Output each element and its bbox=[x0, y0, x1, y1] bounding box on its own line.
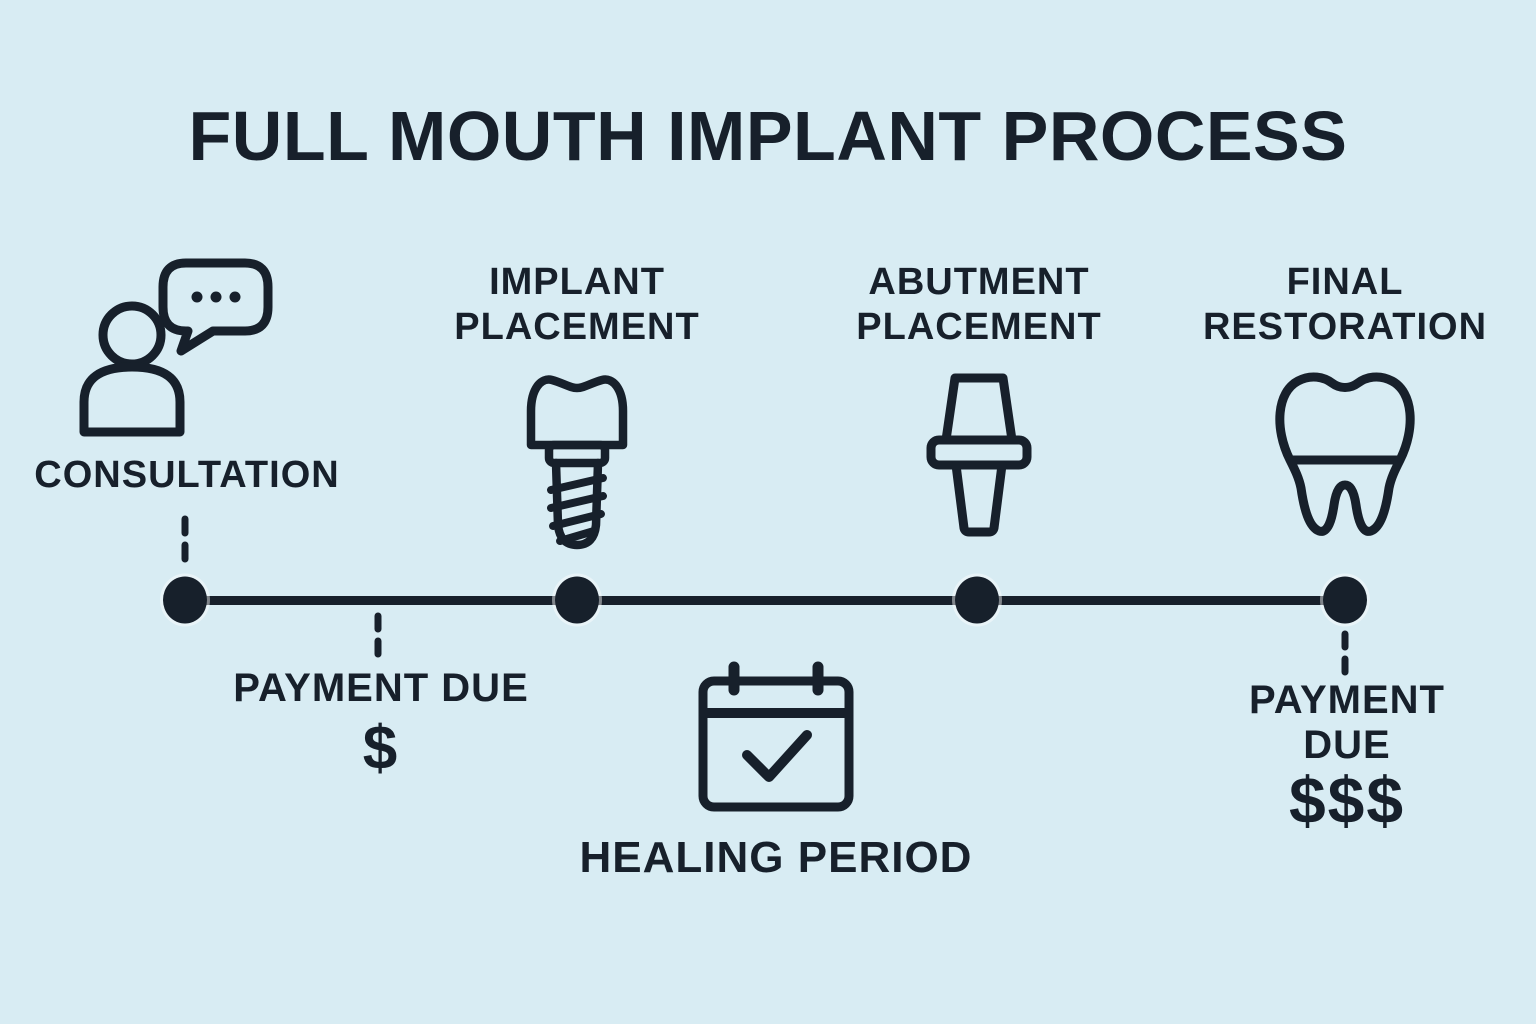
person-chat-icon bbox=[79, 258, 273, 437]
chat-dot bbox=[229, 291, 241, 303]
connector-dashed-line bbox=[374, 612, 382, 659]
step-label-final-restoration: FINAL RESTORATION bbox=[1202, 261, 1488, 348]
page-title: FULL MOUTH IMPLANT PROCESS bbox=[188, 97, 1348, 175]
timeline-node-consultation bbox=[163, 576, 207, 624]
payment-amount-first: $ bbox=[362, 714, 400, 783]
timeline-node-abutment-placement bbox=[955, 576, 999, 624]
payment-due-label-first: PAYMENT DUE bbox=[233, 666, 529, 710]
timeline-node-implant-placement bbox=[555, 576, 599, 624]
calendar-check-icon bbox=[698, 661, 854, 812]
healing-period-label: HEALING PERIOD bbox=[579, 833, 973, 882]
abutment-icon bbox=[926, 373, 1032, 537]
timeline-node-final-restoration bbox=[1323, 576, 1367, 624]
dental-implant-icon bbox=[526, 375, 628, 550]
step-label-abutment-placement: ABUTMENT PLACEMENT bbox=[856, 261, 1102, 348]
chat-dot bbox=[191, 291, 203, 303]
connector-dashed-line bbox=[181, 515, 189, 566]
step-label-implant-placement: IMPLANT PLACEMENT bbox=[454, 261, 700, 348]
chat-dot bbox=[210, 291, 222, 303]
connector-dashed-line bbox=[1341, 630, 1349, 679]
check-mark bbox=[742, 730, 812, 782]
tooth-icon bbox=[1275, 372, 1415, 536]
payment-due-label-final: PAYMENT DUE bbox=[1249, 678, 1445, 767]
payment-amount-final: $$$ bbox=[1288, 763, 1406, 837]
timeline-line bbox=[185, 596, 1345, 605]
step-label-consultation: CONSULTATION bbox=[34, 454, 340, 496]
